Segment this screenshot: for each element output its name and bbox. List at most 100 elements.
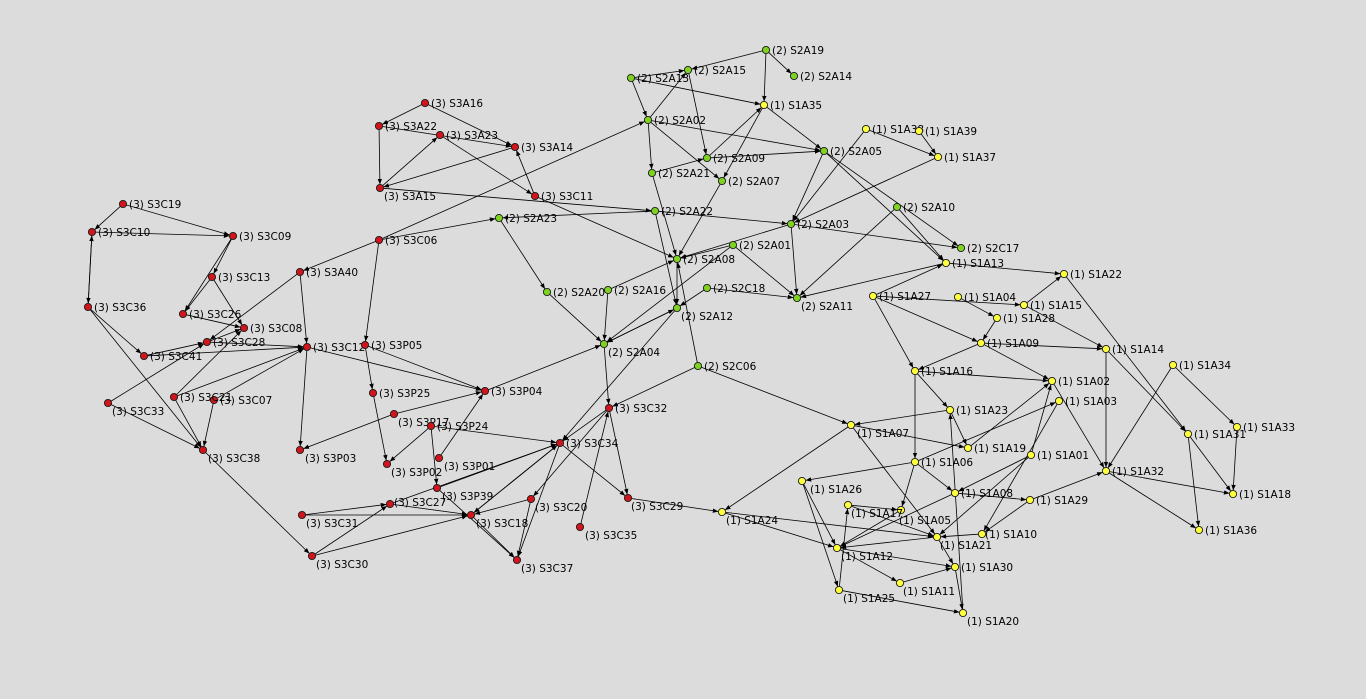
- node-dot[interactable]: [1054, 396, 1064, 406]
- node-s3a23[interactable]: (3) S3A23: [435, 130, 498, 142]
- node-s3c06[interactable]: (3) S3C06: [374, 235, 438, 247]
- node-s3a22[interactable]: (3) S3A22: [374, 121, 437, 133]
- node-s2a22[interactable]: (2) S2A22: [650, 206, 713, 218]
- node-dot[interactable]: [1194, 525, 1204, 535]
- node-s2a01[interactable]: (2) S2A01: [728, 240, 791, 252]
- node-dot[interactable]: [239, 323, 249, 333]
- node-s3p03[interactable]: (3) S3P03: [295, 445, 356, 465]
- node-dot[interactable]: [868, 291, 878, 301]
- node-s1a38[interactable]: (1) S1A38: [861, 124, 924, 136]
- node-s3c32[interactable]: (3) S3C32: [604, 403, 667, 415]
- node-dot[interactable]: [389, 409, 399, 419]
- node-dot[interactable]: [360, 340, 370, 350]
- node-s3a15[interactable]: (3) S3A15: [375, 183, 436, 203]
- node-dot[interactable]: [647, 168, 657, 178]
- node-dot[interactable]: [1101, 466, 1111, 476]
- node-s1a01[interactable]: (1) S1A01: [1026, 450, 1089, 462]
- node-s1a17[interactable]: (1) S1A17: [843, 500, 903, 520]
- node-dot[interactable]: [861, 124, 871, 134]
- node-dot[interactable]: [198, 445, 208, 455]
- node-dot[interactable]: [623, 493, 633, 503]
- node-dot[interactable]: [1168, 360, 1178, 370]
- node-s2a19[interactable]: (2) S2A19: [761, 45, 824, 57]
- node-dot[interactable]: [910, 457, 920, 467]
- node-s2a23[interactable]: (2) S2A23: [494, 213, 557, 225]
- node-s2a08[interactable]: (2) S2A08: [672, 254, 735, 266]
- node-dot[interactable]: [717, 176, 727, 186]
- node-s3c37[interactable]: (3) S3C37: [512, 555, 573, 575]
- node-s3c09[interactable]: (3) S3C09: [228, 231, 291, 243]
- node-dot[interactable]: [228, 231, 238, 241]
- node-dot[interactable]: [1059, 269, 1069, 279]
- node-dot[interactable]: [643, 115, 653, 125]
- node-s3c36[interactable]: (3) S3C36: [83, 302, 147, 314]
- node-s2c18[interactable]: (2) S2C18: [702, 283, 765, 295]
- node-s1a24[interactable]: (1) S1A24: [717, 507, 778, 527]
- node-dot[interactable]: [202, 337, 212, 347]
- node-s2a14[interactable]: (2) S2A14: [789, 71, 852, 83]
- node-dot[interactable]: [1232, 422, 1242, 432]
- node-s2a13[interactable]: (2) S2A13: [626, 73, 689, 85]
- node-s3c19[interactable]: (3) S3C19: [118, 199, 181, 211]
- node-dot[interactable]: [992, 313, 1002, 323]
- node-dot[interactable]: [295, 267, 305, 277]
- node-dot[interactable]: [526, 494, 536, 504]
- node-s3c33[interactable]: (3) S3C33: [103, 398, 164, 418]
- node-dot[interactable]: [302, 342, 312, 352]
- node-s3c26[interactable]: (3) S3C26: [178, 309, 242, 321]
- node-dot[interactable]: [530, 191, 540, 201]
- node-dot[interactable]: [1183, 429, 1193, 439]
- node-s3c18[interactable]: (3) S3C18: [466, 510, 528, 530]
- node-s2a16[interactable]: (2) S2A16: [603, 285, 666, 297]
- node-dot[interactable]: [958, 608, 968, 618]
- node-s1a31[interactable]: (1) S1A31: [1183, 429, 1246, 441]
- node-s1a19[interactable]: (1) S1A19: [963, 443, 1026, 455]
- node-s3a40[interactable]: (3) S3A40: [295, 267, 358, 279]
- node-dot[interactable]: [702, 153, 712, 163]
- node-s3c28[interactable]: (3) S3C28: [202, 337, 265, 349]
- node-dot[interactable]: [672, 254, 682, 264]
- node-s1a34[interactable]: (1) S1A34: [1168, 360, 1231, 372]
- node-s1a29[interactable]: (1) S1A29: [1025, 495, 1088, 507]
- node-dot[interactable]: [169, 392, 179, 402]
- node-s1a13[interactable]: (1) S1A13: [941, 258, 1004, 270]
- node-dot[interactable]: [432, 483, 442, 493]
- node-dot[interactable]: [977, 529, 987, 539]
- node-dot[interactable]: [480, 386, 490, 396]
- node-s2a04[interactable]: (2) S2A04: [599, 339, 660, 359]
- node-dot[interactable]: [910, 366, 920, 376]
- node-s2a12[interactable]: (2) S2A12: [672, 303, 733, 323]
- node-s3a16[interactable]: (3) S3A16: [420, 98, 483, 110]
- node-dot[interactable]: [941, 258, 951, 268]
- node-dot[interactable]: [374, 235, 384, 245]
- node-dot[interactable]: [510, 142, 520, 152]
- node-s2a21[interactable]: (2) S2A21: [647, 168, 710, 180]
- node-dot[interactable]: [797, 476, 807, 486]
- node-s3c13[interactable]: (3) S3C13: [207, 272, 270, 284]
- node-dot[interactable]: [494, 213, 504, 223]
- node-s3c07[interactable]: (3) S3C07: [209, 395, 272, 407]
- node-s3p01[interactable]: (3) S3P01: [434, 453, 495, 473]
- node-dot[interactable]: [895, 578, 905, 588]
- node-s1a26[interactable]: (1) S1A26: [797, 476, 862, 496]
- node-dot[interactable]: [834, 585, 844, 595]
- node-s1a36[interactable]: (1) S1A36: [1194, 525, 1257, 537]
- node-s2a11[interactable]: (2) S2A11: [792, 293, 853, 313]
- node-s3p25[interactable]: (3) S3P25: [368, 388, 430, 400]
- node-s1a04[interactable]: (1) S1A04: [953, 292, 1016, 304]
- node-s3c34[interactable]: (3) S3C34: [555, 438, 619, 450]
- node-s3c31[interactable]: (3) S3C31: [297, 510, 358, 530]
- node-s2a20[interactable]: (2) S2A20: [542, 287, 605, 299]
- node-s3c20[interactable]: (3) S3C20: [526, 494, 587, 514]
- node-dot[interactable]: [650, 206, 660, 216]
- node-s1a11[interactable]: (1) S1A11: [895, 578, 955, 598]
- node-dot[interactable]: [295, 445, 305, 455]
- node-s3a14[interactable]: (3) S3A14: [510, 142, 573, 154]
- node-dot[interactable]: [87, 227, 97, 237]
- node-s3p02[interactable]: (3) S3P02: [382, 459, 442, 479]
- node-s2a02[interactable]: (2) S2A02: [643, 115, 706, 127]
- node-s3c27[interactable]: (3) S3C27: [385, 497, 446, 509]
- node-dot[interactable]: [932, 532, 942, 542]
- node-dot[interactable]: [1101, 344, 1111, 354]
- node-dot[interactable]: [297, 510, 307, 520]
